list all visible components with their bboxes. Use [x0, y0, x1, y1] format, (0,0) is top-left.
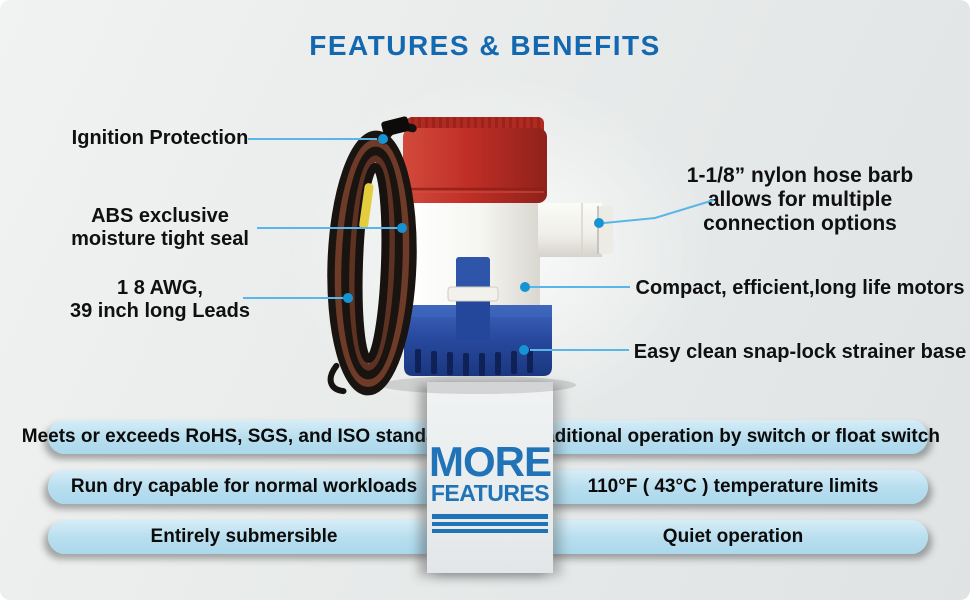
callout-line: connection options	[703, 212, 897, 235]
feature-pill: Run dry capable for normal workloads	[48, 470, 440, 504]
pump-snap-lock-clip	[447, 257, 499, 340]
feature-pill-label: Quiet operation	[662, 526, 804, 547]
feature-pill-label: Entirely submersible	[150, 526, 338, 547]
more-features-title: MORE	[429, 438, 552, 485]
more-features-subtitle: FEATURES	[430, 480, 550, 506]
feature-pill-label: Run dry capable for normal workloads	[70, 476, 418, 497]
callout-abs-seal: ABS exclusive moisture tight seal	[30, 205, 290, 251]
feature-pill: 110°F ( 43°C ) temperature limits	[538, 470, 928, 504]
callout-line: Compact, efficient,long life motors	[635, 277, 965, 299]
feature-pill: Meets or exceeds RoHS, SGS, and ISO stan…	[22, 420, 466, 454]
pump-wires	[327, 122, 417, 396]
more-features-divider-bars	[432, 514, 548, 533]
feature-pill: Traditional operation by switch or float…	[526, 420, 940, 454]
pump-shadow	[380, 376, 576, 394]
callout-line: allows for multiple	[707, 188, 893, 211]
feature-pill: Entirely submersible	[48, 520, 440, 554]
divider-bar	[432, 514, 548, 519]
callout-line: Ignition Protection	[71, 127, 249, 149]
bilge-pump-product-image	[327, 116, 613, 396]
callout-hose-barb: 1-1/8” nylon hose barb allows for multip…	[655, 164, 945, 236]
divider-bar	[432, 522, 548, 526]
callout-motors: Compact, efficient,long life motors	[625, 276, 970, 300]
callout-strainer-base: Easy clean snap-lock strainer base	[625, 340, 970, 364]
pump-strainer-base	[404, 305, 552, 376]
pump-hose-barb	[538, 203, 613, 257]
feature-pill-label: Meets or exceeds RoHS, SGS, and ISO stan…	[21, 426, 467, 447]
divider-bar	[432, 529, 548, 533]
pump-red-cap	[403, 117, 547, 203]
callout-line: Easy clean snap-lock strainer base	[633, 341, 967, 363]
callout-line: 1-1/8” nylon hose barb	[686, 164, 914, 187]
callout-line: moisture tight seal	[71, 228, 249, 250]
feature-pill-label: 110°F ( 43°C ) temperature limits	[587, 476, 879, 497]
callout-line: 39 inch long Leads	[69, 300, 251, 322]
pump-wire-terminal	[381, 116, 410, 137]
callout-leads: 1 8 AWG, 39 inch long Leads	[30, 277, 290, 323]
more-features-panel: MORE FEATURES	[427, 382, 553, 573]
feature-pill-label: Traditional operation by switch or float…	[526, 426, 940, 447]
pump-yellow-wire-connector	[359, 183, 374, 229]
callout-line: ABS exclusive	[91, 205, 229, 227]
feature-pill: Quiet operation	[538, 520, 928, 554]
callout-ignition-protection: Ignition Protection	[30, 127, 290, 150]
callout-line: 1 8 AWG,	[117, 277, 203, 299]
page-title: FEATURES & BENEFITS	[309, 30, 661, 61]
